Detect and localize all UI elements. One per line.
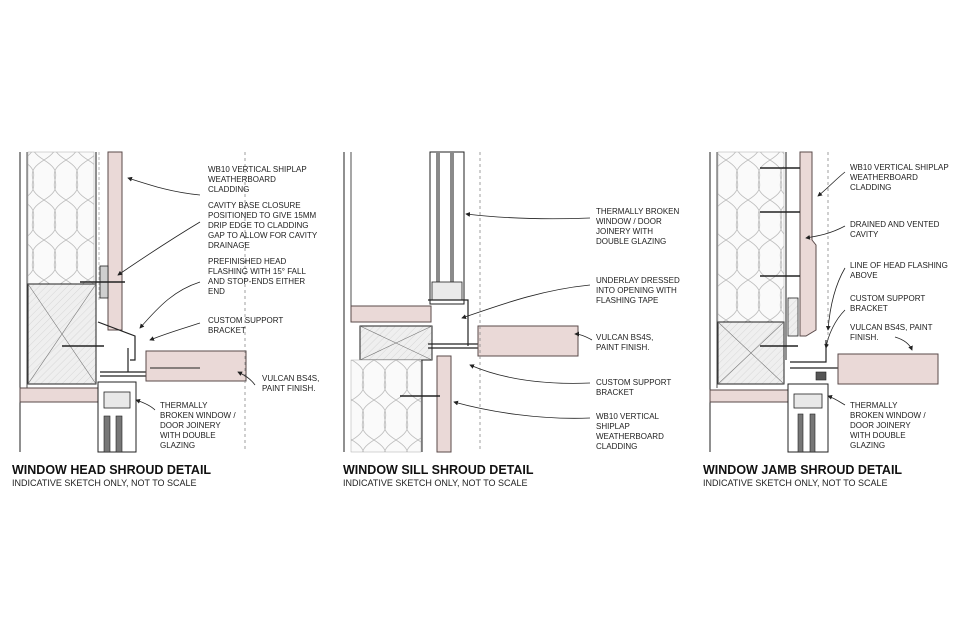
sill-board — [350, 305, 432, 323]
jamb-detail-title: WINDOW JAMB SHROUD DETAIL — [703, 463, 903, 477]
jamb-vulcan-board — [837, 353, 939, 385]
sill-detail-title: WINDOW SILL SHROUD DETAIL — [343, 463, 534, 477]
jamb-reveal-board — [709, 389, 789, 403]
sill-label-underlay: UNDERLAY DRESSED INTO OPENING WITH FLASH… — [596, 276, 680, 305]
jamb-label-cladding: WB10 VERTICAL SHIPLAP WEATHERBOARD CLADD… — [850, 163, 949, 192]
jamb-label-head-flashing: LINE OF HEAD FLASHING ABOVE — [850, 261, 948, 280]
head-cladding-board — [107, 151, 123, 331]
sill-label-support-bracket: CUSTOM SUPPORT BRACKET — [596, 378, 672, 397]
sill-label-cladding: WB10 VERTICAL SHIPLAP WEATHERBOARD CLADD… — [596, 412, 664, 451]
sill-label-window-joinery: THERMALLY BROKEN WINDOW / DOOR JOINERY W… — [596, 207, 680, 246]
jamb-insulation — [717, 151, 785, 323]
sill-glazing-frame — [429, 151, 465, 305]
head-detail-subtitle: INDICATIVE SKETCH ONLY, NOT TO SCALE — [12, 478, 197, 488]
jamb-label-cavity: DRAINED AND VENTED CAVITY — [850, 220, 940, 239]
head-label-window-joinery: THERMALLY BROKEN WINDOW / DOOR JOINERY W… — [160, 401, 236, 450]
head-insulation — [27, 151, 95, 285]
jamb-label-vulcan: VULCAN BS4S, PAINT FINISH. — [850, 323, 933, 342]
jamb-label-support-bracket: CUSTOM SUPPORT BRACKET — [850, 294, 926, 313]
head-label-cavity-closure: CAVITY BASE CLOSURE POSITIONED TO GIVE 1… — [208, 201, 318, 250]
head-detail-title: WINDOW HEAD SHROUD DETAIL — [12, 463, 212, 477]
head-label-head-flashing: PREFINISHED HEAD FLASHING WITH 15° FALL … — [208, 257, 306, 296]
head-soffit-board — [19, 387, 99, 403]
sill-detail-drawing — [343, 151, 593, 453]
head-label-support-bracket: CUSTOM SUPPORT BRACKET — [208, 316, 284, 335]
jamb-cladding-board — [799, 151, 817, 337]
jamb-detail-drawing — [709, 151, 939, 453]
head-support-bracket — [100, 348, 150, 377]
sill-cladding-board — [436, 355, 452, 453]
head-label-cladding: WB10 VERTICAL SHIPLAP WEATHERBOARD CLADD… — [208, 165, 307, 194]
head-detail-drawing — [19, 151, 256, 453]
sill-detail-subtitle: INDICATIVE SKETCH ONLY, NOT TO SCALE — [343, 478, 528, 488]
sill-vulcan-board — [477, 325, 579, 357]
jamb-label-window-joinery: THERMALLY BROKEN WINDOW / DOOR JOINERY W… — [850, 401, 926, 450]
head-flashing — [97, 321, 136, 361]
head-label-vulcan: VULCAN BS4S, PAINT FINISH. — [262, 374, 320, 393]
jamb-detail-subtitle: INDICATIVE SKETCH ONLY, NOT TO SCALE — [703, 478, 888, 488]
head-vulcan-board — [145, 350, 247, 382]
sill-insulation — [350, 359, 422, 453]
sill-label-vulcan: VULCAN BS4S, PAINT FINISH. — [596, 333, 654, 352]
